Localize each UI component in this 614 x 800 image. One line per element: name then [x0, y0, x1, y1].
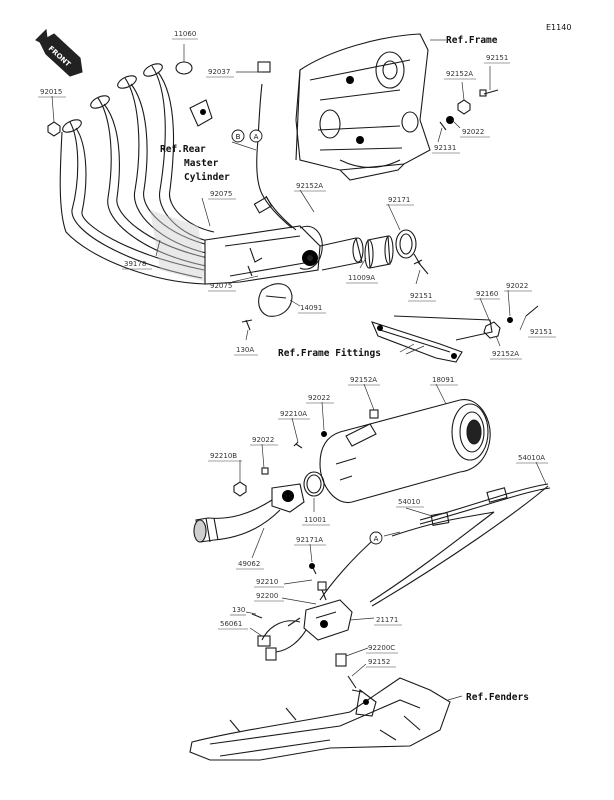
washer-92022-a [321, 431, 327, 437]
figure-code: E1140 [546, 23, 571, 32]
collector-section [204, 225, 364, 285]
bolt-92210A [293, 441, 303, 449]
nut-92015 [47, 121, 61, 137]
ref-fenders-label: Ref.Fenders [466, 692, 529, 703]
bolt-92152 [347, 675, 363, 693]
clamp-92171 [395, 229, 421, 265]
part-label: 56061 [220, 620, 242, 628]
part-label: 92152 [368, 658, 390, 666]
frame-bolt-hardware [439, 89, 499, 131]
part-label: 92037 [208, 68, 230, 76]
part-label: 92210B [210, 452, 237, 460]
parts-drawing [35, 28, 551, 761]
spacer-92200C [335, 653, 347, 667]
ref-cylinder-label: Cylinder [184, 172, 230, 183]
collar-92022-b [261, 467, 269, 475]
valve-cable [253, 61, 297, 231]
part-label: 130 [232, 606, 245, 614]
header-pipes [59, 63, 215, 285]
ref-rear-label: Ref.Rear [160, 144, 206, 155]
part-label: 130A [236, 346, 254, 354]
part-label: 11001 [304, 516, 326, 524]
part-labels: 11060 92037 92015 92151 92152A 92022 921… [38, 30, 556, 668]
gasket-ring-11060 [175, 61, 193, 75]
part-label: 92075 [210, 282, 232, 290]
part-label: 92151 [486, 54, 508, 62]
part-label: 92152A [446, 70, 473, 78]
part-label: 92015 [40, 88, 62, 96]
part-label: 92151 [410, 292, 432, 300]
part-label: 92200C [368, 644, 395, 652]
part-label: 92210A [280, 410, 307, 418]
nut-92210B [233, 481, 247, 497]
muffler-18091 [319, 399, 491, 504]
part-label: 92160 [476, 290, 498, 298]
part-label: 92171A [296, 536, 323, 544]
leader-lines [51, 39, 547, 701]
svg-text:A: A [254, 133, 259, 141]
frame-section [295, 33, 431, 181]
part-label: 92200 [256, 592, 278, 600]
cables-54010 [319, 483, 551, 607]
part-label: 11009A [348, 274, 375, 282]
part-label: 92075 [210, 190, 232, 198]
part-label: 21171 [376, 616, 398, 624]
sleeve-11009A [364, 235, 394, 269]
bracket-21171 [287, 563, 353, 641]
part-label: 18091 [432, 376, 454, 384]
part-label: 49062 [238, 560, 260, 568]
svg-text:A: A [374, 535, 379, 543]
master-cylinder-bracket [189, 99, 213, 127]
part-label: 11060 [174, 30, 196, 38]
circle-marker-a-upper: A [249, 129, 263, 143]
part-label: 92022 [308, 394, 330, 402]
part-label: 92151 [530, 328, 552, 336]
circle-marker-b: B [231, 129, 245, 143]
part-label: 92022 [252, 436, 274, 444]
part-label: 54010 [398, 498, 420, 506]
heat-guard-14091 [258, 283, 293, 317]
part-label: 92152A [296, 182, 323, 190]
part-label: 92210 [256, 578, 278, 586]
ref-frame-fittings-label: Ref.Frame Fittings [278, 348, 381, 359]
part-label: 54010A [518, 454, 545, 462]
part-label: 39178 [124, 260, 146, 268]
circle-marker-a-lower: A [369, 531, 383, 545]
gasket-11001 [303, 471, 325, 497]
bolt-92151-mid [413, 259, 429, 275]
part-label: 92171 [388, 196, 410, 204]
pipe-49062 [193, 483, 305, 543]
washer-92152A-low [369, 409, 379, 419]
frame-fittings-bracket [371, 305, 539, 363]
part-label: 92131 [434, 144, 456, 152]
front-arrow [35, 28, 83, 77]
part-label: 92022 [506, 282, 528, 290]
part-label: 92152A [492, 350, 519, 358]
part-label: 14091 [300, 304, 322, 312]
ref-frame-label: Ref.Frame [446, 35, 498, 46]
svg-text:B: B [236, 133, 241, 141]
bolt-130A [241, 319, 253, 331]
part-label: 92152A [350, 376, 377, 384]
fender-section [189, 677, 451, 761]
ref-master-label: Master [184, 158, 219, 169]
sensor-56061 [251, 613, 307, 661]
part-label: 92022 [462, 128, 484, 136]
